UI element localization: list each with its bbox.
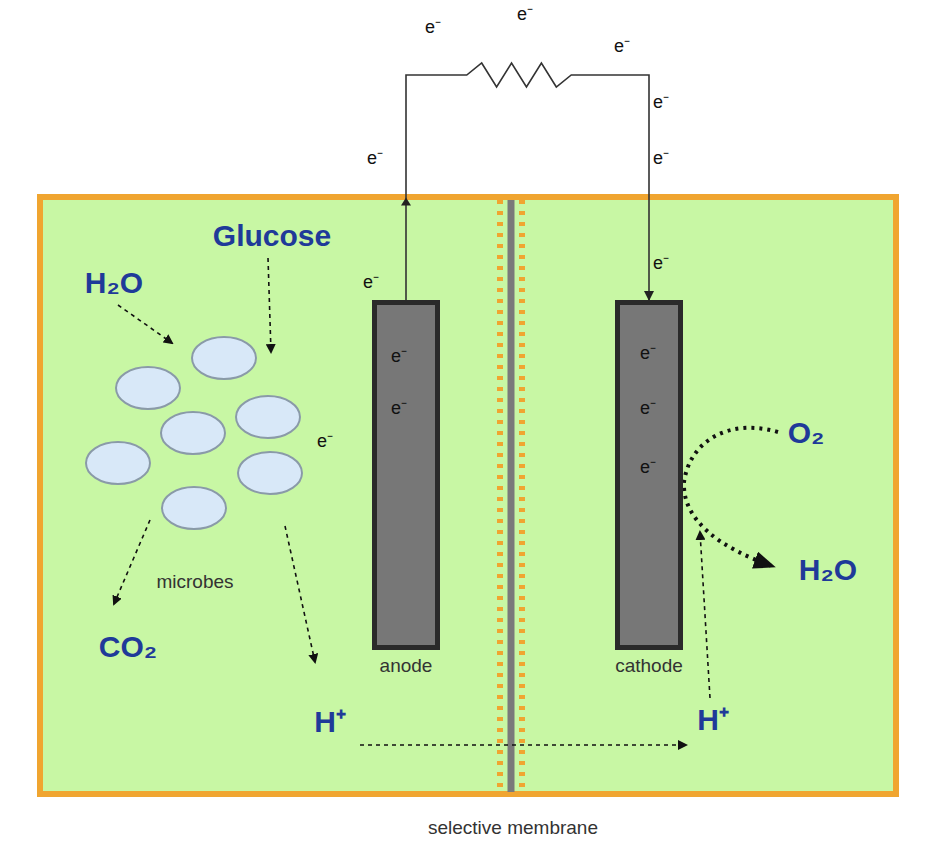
water-label: H₂O <box>799 553 857 587</box>
electron-label: e⁻ <box>363 269 379 293</box>
product-label: CO₂ <box>99 630 157 664</box>
electron-label: e⁻ <box>653 250 669 274</box>
electron-label: e⁻ <box>367 145 383 169</box>
electron-label: e⁻ <box>391 395 407 419</box>
current-direction-arrow <box>401 198 411 206</box>
selective-membrane <box>500 200 522 792</box>
electron-label: e⁻ <box>614 33 630 57</box>
tank <box>40 197 896 794</box>
electron-label: e⁻ <box>425 14 441 38</box>
oxygen-reduction-arrow <box>684 428 778 566</box>
flow-arrows <box>114 258 710 745</box>
electron-label: e⁻ <box>640 395 656 419</box>
electron-label: e⁻ <box>517 1 533 25</box>
proton-label: H⁺ <box>314 700 346 741</box>
electrode-label: cathode <box>615 655 683 677</box>
electron-label: e⁻ <box>653 145 669 169</box>
membrane-label: selective membrane <box>428 817 598 839</box>
water-label: H₂O <box>85 266 143 300</box>
substrate-label: Glucose <box>213 219 331 253</box>
proton-label: H⁺ <box>697 698 729 739</box>
electron-label: e⁻ <box>640 454 656 478</box>
electron-label: e⁻ <box>391 343 407 367</box>
electron-label: e⁻ <box>317 428 333 452</box>
electrode-label: anode <box>380 655 433 677</box>
external-circuit-wire <box>406 63 649 300</box>
microbes <box>86 337 302 529</box>
electron-label: e⁻ <box>640 340 656 364</box>
electron-label: e⁻ <box>653 89 669 113</box>
microbes-label: microbes <box>156 571 233 593</box>
oxygen-label: O₂ <box>788 416 825 450</box>
